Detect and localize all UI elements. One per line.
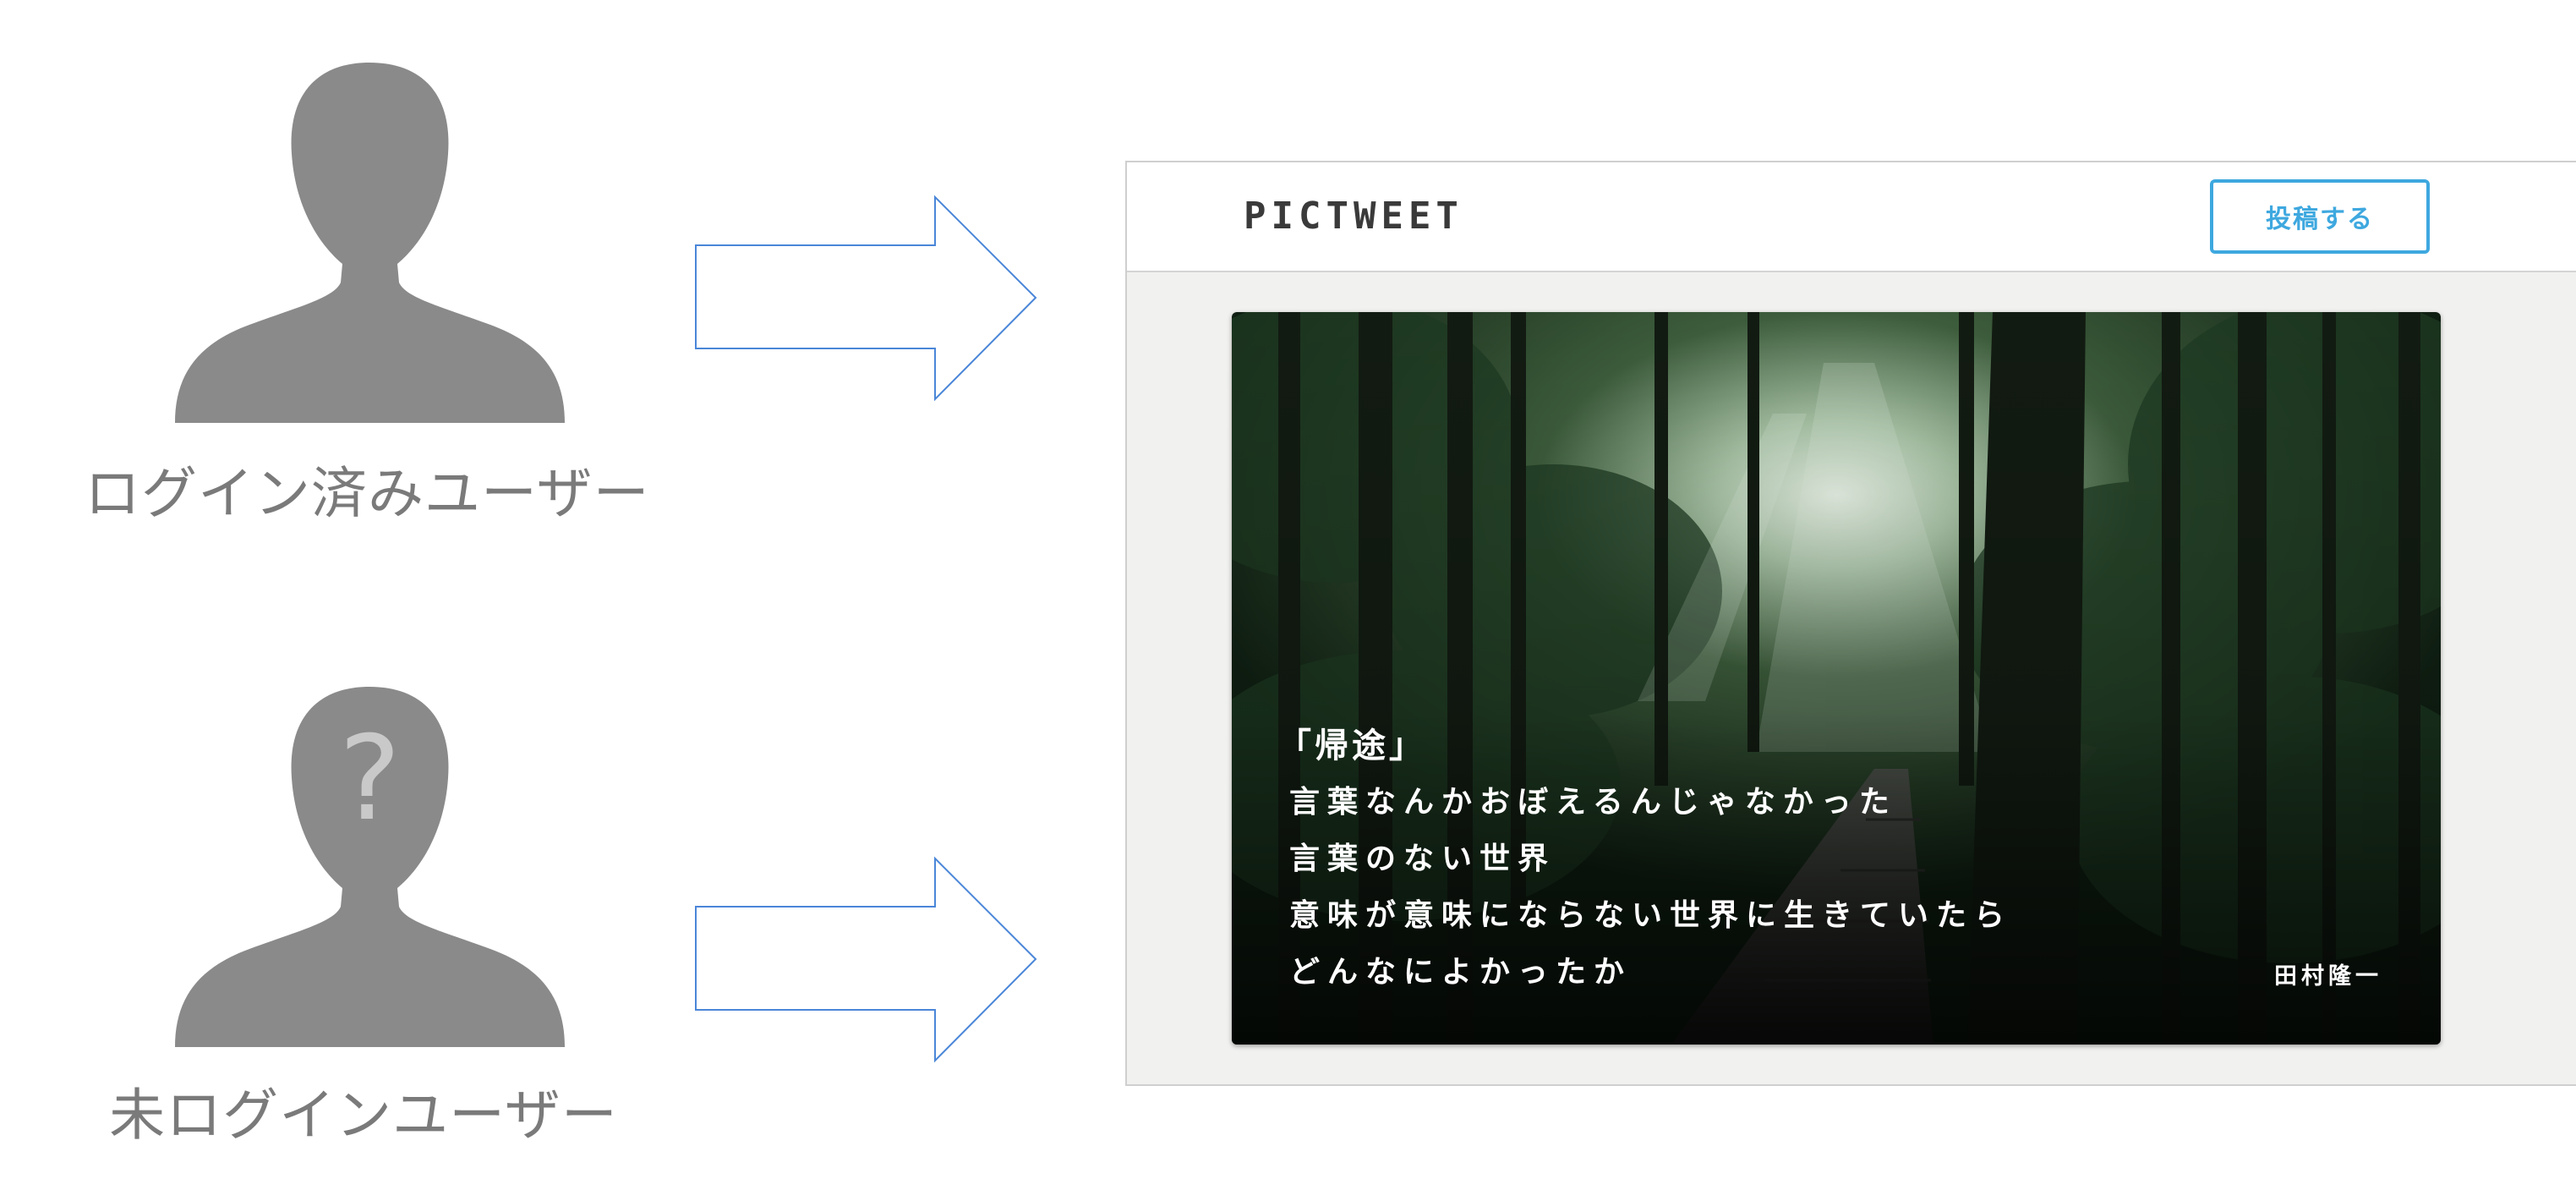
- post-button[interactable]: 投稿する: [2210, 179, 2430, 254]
- poem-line: 言葉のない世界: [1289, 842, 1556, 876]
- guest-user-avatar: ?: [173, 685, 566, 1047]
- tweet-card[interactable]: 「帰途」 言葉なんかおぼえるんじゃなかった 言葉のない世界 意味が意味にならない…: [1232, 312, 2441, 1045]
- logged-in-user-label: ログイン済みユーザー: [85, 461, 650, 526]
- question-mark-icon: ?: [338, 710, 402, 847]
- user-silhouette-icon: [175, 63, 565, 423]
- poem-title: 「帰途」: [1277, 727, 1426, 765]
- arrow-right-icon: [695, 856, 1037, 1063]
- logged-in-user-avatar: [173, 61, 566, 423]
- user-silhouette-icon: [175, 687, 565, 1047]
- poem-line: 意味が意味にならない世界に生きていたら: [1289, 898, 2013, 933]
- pictweet-app-window: PICTWEET 投稿する: [1125, 161, 2576, 1086]
- poem-text: 「帰途」 言葉なんかおぼえるんじゃなかった 言葉のない世界 意味が意味にならない…: [1277, 718, 2013, 1001]
- guest-user-label: 未ログインユーザー: [109, 1083, 618, 1148]
- author-name[interactable]: 田村隆一: [2274, 963, 2382, 990]
- app-logo[interactable]: PICTWEET: [1244, 195, 1463, 238]
- poem-line: どんなによかったか: [1289, 955, 1633, 990]
- app-header: PICTWEET 投稿する: [1127, 162, 2576, 272]
- forest-photo: [1232, 312, 2441, 1045]
- arrow-right-icon: [695, 195, 1037, 402]
- poem-line: 言葉なんかおぼえるんじゃなかった: [1289, 785, 1897, 820]
